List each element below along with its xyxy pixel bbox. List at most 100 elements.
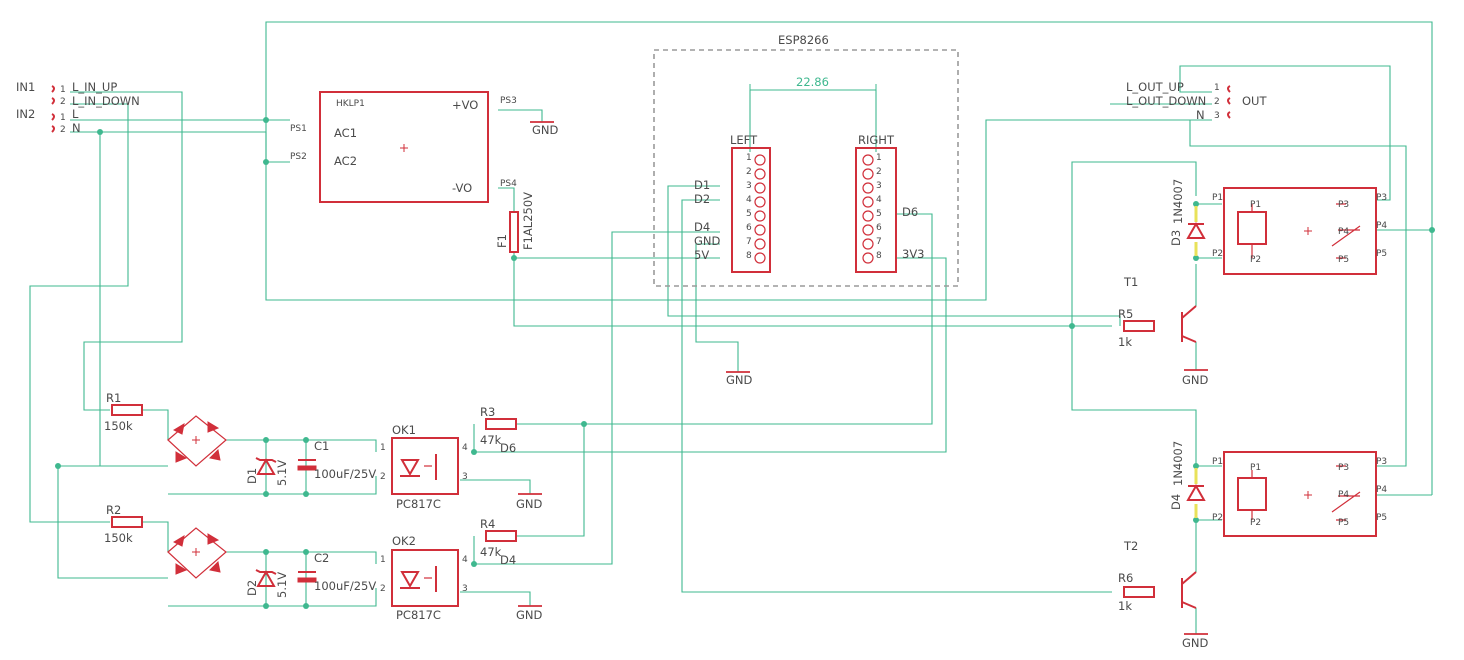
pin-number: 7	[876, 237, 882, 247]
psu-pin-label: AC2	[334, 154, 357, 168]
gnd-label: GND	[1182, 373, 1209, 387]
pin-number: P1	[1212, 193, 1223, 203]
fuse-value: F1AL250V	[521, 192, 535, 250]
resistor-ref: R4	[480, 517, 495, 531]
connector-in2: IN2 1 2 L N	[16, 107, 81, 135]
net-label: L_OUT_UP	[1126, 80, 1184, 94]
junction-dot	[1069, 323, 1075, 329]
relay-2: P1 P1 P2 P2 P3 P3 P4 P4 P5 P5	[1212, 451, 1387, 537]
pin-number: 1	[380, 555, 386, 565]
junction-dot	[263, 159, 269, 165]
pin-number: P3	[1376, 457, 1387, 467]
pin-number: P2	[1250, 518, 1261, 528]
gnd-symbol: GND	[530, 121, 559, 137]
signal-label: D6	[902, 205, 918, 219]
resistor-value: 1k	[1118, 335, 1132, 349]
junction-dot	[263, 549, 269, 555]
resistor-value: 47k	[480, 545, 502, 559]
connector-out: L_OUT_UP L_OUT_DOWN N 1 2 3 OUT	[1126, 80, 1267, 122]
net-label: D6	[500, 441, 516, 455]
gnd-label: GND	[726, 373, 753, 387]
optocoupler-ok2: 1 2 3 4 OK2 PC817C D4	[380, 534, 516, 622]
pin-number: P2	[1212, 513, 1223, 523]
pin-number: P3	[1338, 463, 1349, 473]
psu-pin-label: -VO	[452, 181, 472, 195]
zener-ref: D2	[245, 580, 259, 596]
header-label: LEFT	[730, 133, 758, 147]
signal-label: D2	[694, 192, 710, 206]
pin-number: P1	[1212, 457, 1223, 467]
connector-ref: IN2	[16, 107, 35, 121]
pin-number: 8	[746, 251, 752, 261]
resistor-ref: R6	[1118, 571, 1133, 585]
junction-dot	[303, 491, 309, 497]
pin-number: 3	[462, 584, 468, 594]
pin-number: 3	[462, 472, 468, 482]
psu-pin-label: AC1	[334, 126, 357, 140]
psu-module: HKLP1 AC1 AC2 +VO -VO PS1 PS2 PS3 PS4	[290, 91, 517, 203]
junction-dot	[1193, 517, 1199, 523]
resistor-value: 1k	[1118, 599, 1132, 613]
gnd-symbol: GND	[516, 605, 543, 622]
signal-label: 3V3	[902, 247, 925, 261]
pin-number: P5	[1338, 255, 1349, 265]
gnd-symbol: GND	[1182, 369, 1209, 387]
resistor-value: 150k	[104, 531, 133, 545]
transistor-t2: T2	[1123, 539, 1197, 609]
capacitor-c1: C1 100uF/25V	[297, 439, 376, 481]
resistor-value: 47k	[480, 433, 502, 447]
junction-dot	[303, 603, 309, 609]
fuse: F1 F1AL250V	[495, 192, 535, 253]
pin-number: P5	[1376, 513, 1387, 523]
net-label: L_IN_DOWN	[72, 94, 140, 108]
gnd-symbol: GND	[516, 493, 543, 511]
pin-number: 7	[746, 237, 752, 247]
right-header-pins: 1 2 3 4 5 6 7 8	[862, 153, 882, 264]
header-label: RIGHT	[858, 133, 895, 147]
junction-dot	[303, 437, 309, 443]
signal-label: 5V	[694, 248, 709, 262]
resistor-ref: R5	[1118, 307, 1133, 321]
junctions	[55, 117, 1435, 609]
junction-dot	[1193, 463, 1199, 469]
opto-value: PC817C	[396, 608, 441, 622]
opto-value: PC817C	[396, 497, 441, 511]
zener-d1: D1 5.1V	[245, 457, 289, 486]
pin-number: 3	[876, 181, 882, 191]
left-header-pins: 1 2 3 4 5 6 7 8	[746, 153, 766, 264]
resistor-value: 150k	[104, 419, 133, 433]
pin-number: 6	[876, 223, 882, 233]
relay-1: P1 P1 P2 P2 P3 P3 P4 P4 P5 P5	[1212, 187, 1387, 275]
resistor-r1: R1 150k	[104, 391, 143, 433]
zener-ref: D1	[245, 468, 259, 484]
pin-number: 3	[746, 181, 752, 191]
pin-number: 1	[876, 153, 882, 163]
pin-number: P2	[1250, 255, 1261, 265]
junction-dot	[263, 117, 269, 123]
net-label: N	[1196, 108, 1205, 122]
pin-number: P4	[1338, 490, 1349, 500]
transistor-ref: T1	[1123, 275, 1138, 289]
gnd-label: GND	[516, 608, 543, 622]
pin-number: 2	[380, 472, 386, 482]
diode-d4: D4 1N4007	[1169, 441, 1206, 518]
pin-number: 6	[746, 223, 752, 233]
pin-number: P5	[1338, 518, 1349, 528]
capacitor-ref: C2	[314, 551, 329, 565]
pin-number: 4	[462, 555, 468, 565]
pin-number: P3	[1338, 200, 1349, 210]
pin-number: 2	[380, 584, 386, 594]
resistor-r6: R6 1k	[1118, 571, 1155, 613]
signal-label: D4	[694, 220, 710, 234]
junction-dot	[581, 421, 587, 427]
pin-number: P1	[1250, 200, 1261, 210]
pin-number: P4	[1376, 485, 1387, 495]
diode-d3: D3 1N4007	[1169, 179, 1206, 256]
diode-value: 1N4007	[1171, 179, 1185, 224]
pin-number: 5	[876, 209, 882, 219]
transistor-t1: T1	[1123, 275, 1197, 343]
net-label: D4	[500, 553, 516, 567]
junction-dot	[511, 255, 517, 261]
junction-dot	[471, 561, 477, 567]
